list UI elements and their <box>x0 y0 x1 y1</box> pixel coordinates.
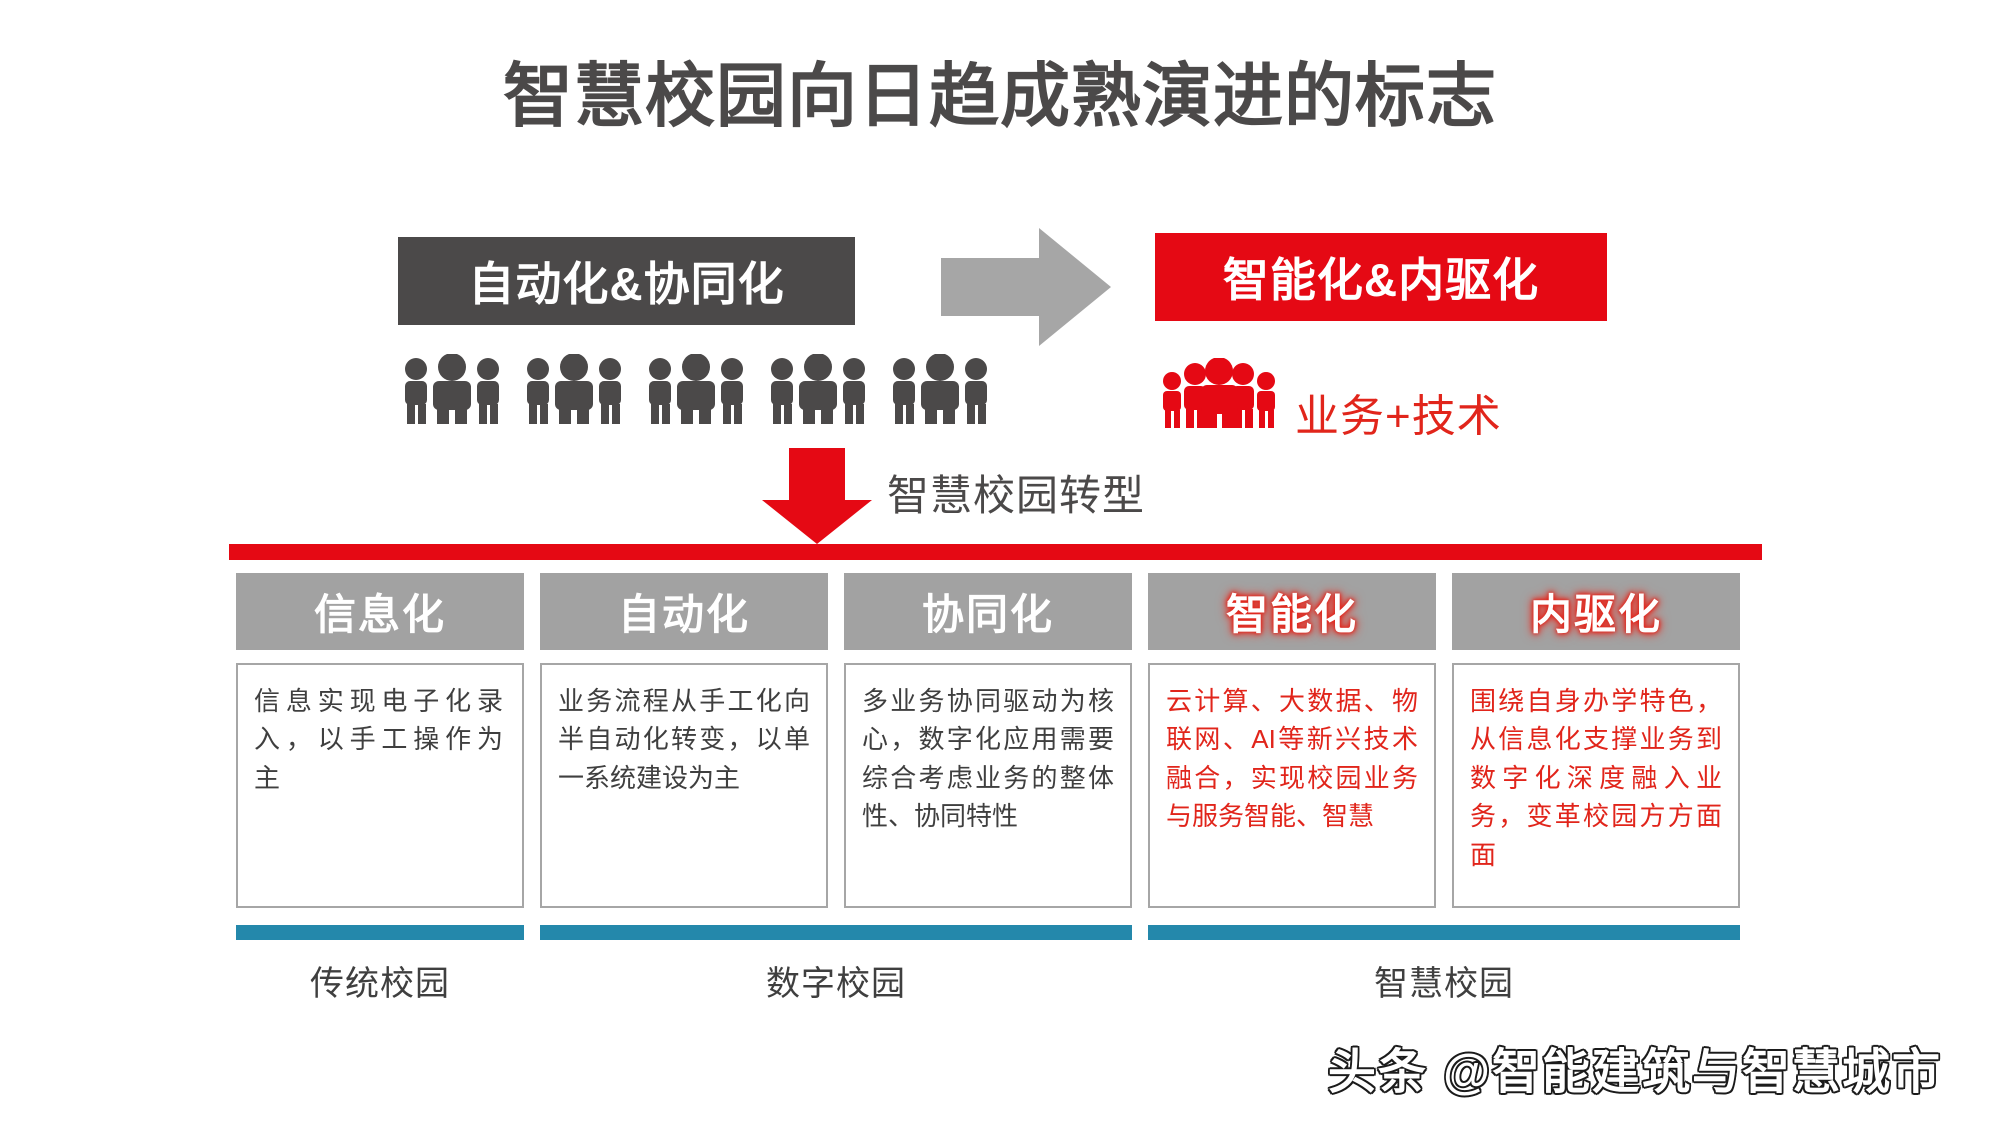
people-trio-icon <box>888 353 993 429</box>
people-trio-icon <box>400 353 505 429</box>
phase-smart-campus: 智慧校园 <box>1148 925 1740 1005</box>
column-body-text: 多业务协同驱动为核心，数字化应用需要综合考虑业务的整体性、协同特性 <box>862 686 1114 832</box>
people-group-row-gray <box>400 353 993 429</box>
column-body-text: 业务流程从手工化向半自动化转变，以单一系统建设为主 <box>558 686 810 793</box>
column-body: 围绕自身办学特色，从信息化支撑业务到数字化深度融入业务，变革校园方方面面 <box>1452 663 1740 908</box>
phase-label: 数字校园 <box>766 965 906 1003</box>
column-body: 信息实现电子化录入，以手工操作为主 <box>236 663 524 908</box>
watermark: 头条 @智能建筑与智慧城市 <box>1327 1046 1942 1099</box>
column-header: 信息化 <box>236 573 524 650</box>
column-body-text: 信息实现电子化录入，以手工操作为主 <box>254 686 506 793</box>
stage-box-automation-label: 自动化&协同化 <box>468 258 785 310</box>
column-automation: 自动化 业务流程从手工化向半自动化转变，以单一系统建设为主 <box>540 573 828 908</box>
stage-box-intelligence: 智能化&内驱化 <box>1155 233 1607 321</box>
column-body: 业务流程从手工化向半自动化转变，以单一系统建设为主 <box>540 663 828 908</box>
people-trio-icon <box>766 353 871 429</box>
column-intelligence: 智能化 云计算、大数据、物联网、AI等新兴技术融合，实现校园业务与服务智能、智慧 <box>1148 573 1436 908</box>
column-body-text: 围绕自身办学特色，从信息化支撑业务到数字化深度融入业务，变革校园方方面面 <box>1470 686 1722 870</box>
people-group-row-red <box>1160 357 1278 433</box>
column-self-driven: 内驱化 围绕自身办学特色，从信息化支撑业务到数字化深度融入业务，变革校园方方面面 <box>1452 573 1740 908</box>
phase-label: 传统校园 <box>310 965 450 1003</box>
red-divider-bar <box>229 544 1762 560</box>
people-trio-icon <box>522 353 627 429</box>
column-header: 智能化 <box>1148 573 1436 650</box>
column-body-text: 云计算、大数据、物联网、AI等新兴技术融合，实现校园业务与服务智能、智慧 <box>1166 686 1418 832</box>
column-informatization: 信息化 信息实现电子化录入，以手工操作为主 <box>236 573 524 908</box>
phase-digital-campus: 数字校园 <box>540 925 1132 1005</box>
column-body: 云计算、大数据、物联网、AI等新兴技术融合，实现校园业务与服务智能、智慧 <box>1148 663 1436 908</box>
people-quintet-icon <box>1160 357 1278 433</box>
campus-phases: 传统校园 数字校园 智慧校园 <box>236 925 1764 1005</box>
column-collaboration: 协同化 多业务协同驱动为核心，数字化应用需要综合考虑业务的整体性、协同特性 <box>844 573 1132 908</box>
column-header: 协同化 <box>844 573 1132 650</box>
stage-box-automation: 自动化&协同化 <box>398 237 855 325</box>
phase-label: 智慧校园 <box>1374 965 1514 1003</box>
right-arrow-icon <box>941 228 1111 346</box>
phase-bar <box>540 925 1132 940</box>
phase-bar <box>1148 925 1740 940</box>
transform-label: 智慧校园转型 <box>887 472 1146 519</box>
maturity-columns: 信息化 信息实现电子化录入，以手工操作为主 自动化 业务流程从手工化向半自动化转… <box>236 573 1764 908</box>
people-trio-icon <box>644 353 749 429</box>
phase-bar <box>236 925 524 940</box>
column-body: 多业务协同驱动为核心，数字化应用需要综合考虑业务的整体性、协同特性 <box>844 663 1132 908</box>
column-header: 自动化 <box>540 573 828 650</box>
down-arrow-icon <box>762 448 872 544</box>
phase-traditional-campus: 传统校园 <box>236 925 524 1005</box>
page-title: 智慧校园向日趋成熟演进的标志 <box>503 57 1497 135</box>
stage-box-intelligence-label: 智能化&内驱化 <box>1222 254 1540 306</box>
tech-business-label: 业务+技术 <box>1295 392 1502 441</box>
column-header: 内驱化 <box>1452 573 1740 650</box>
